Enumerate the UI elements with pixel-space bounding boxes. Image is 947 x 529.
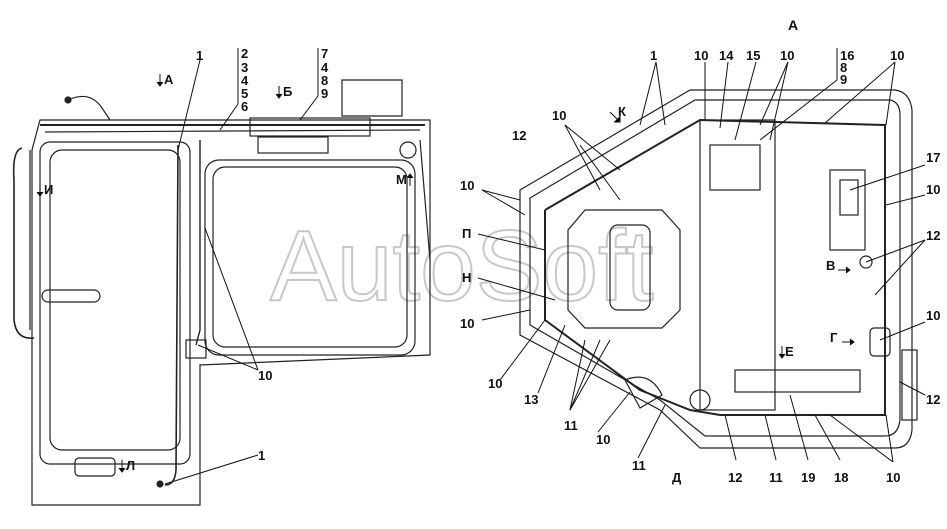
callout-r-left-10d: 10 [488,376,502,391]
blower-mount-plate [567,209,681,329]
view-title-a: А [788,17,798,33]
speaker [689,389,711,411]
callout-r-left-10a: 10 [552,108,566,123]
view-arrow-n-label: Н [462,270,471,285]
pillar-connector [185,339,207,359]
view-arrow-k-label: К [618,104,626,119]
watermark: AutoSoft [270,210,654,322]
callout-r-side-12a: 12 [926,228,940,243]
callout-r-bottom-10: 10 [886,470,900,485]
callout-r-bottom-12: 12 [728,470,742,485]
wiper-motor-rear [624,376,663,409]
view-arrow-i-label: И [44,182,53,197]
view-arrow-v-label: В [826,258,835,273]
callout-stack-b-3: 8 [321,73,328,88]
left-cab-view [12,79,431,506]
wiper-motor [399,141,417,159]
callout-r-top-14: 14 [719,48,734,63]
door-handle [41,289,101,303]
fuse-relay-block [257,136,329,154]
view-arrow-d-label: Д [672,470,682,485]
view-arrow-m-label: М [396,172,407,187]
callout-stack-a-2: 3 [241,60,248,75]
callout-r-side-10c: 10 [926,308,940,323]
callout-r-side-12b: 12 [926,392,940,407]
callout-stack-a-4: 5 [241,86,248,101]
plug-socket [859,255,873,269]
antenna-cable [67,95,111,121]
central-panel [699,119,776,411]
roof-outline [519,89,913,449]
callout-stack-b-1: 7 [321,46,328,61]
view-arrow-a-label: А [164,72,174,87]
callout-stack-a-3: 4 [241,73,249,88]
callout-r-left-10b: 10 [460,178,474,193]
view-arrow-e-label: Е [785,344,794,359]
roof-module-box [341,79,403,117]
right-arrow-marks [477,111,855,359]
roof-channel-line [44,129,421,133]
callout-stack-a-1: 2 [241,46,248,61]
view-arrow-l-label: Л [126,458,135,473]
control-unit [709,144,761,191]
left-leaders [164,48,319,485]
rear-window-glass [212,166,408,348]
callout-r-left-10e: 10 [596,432,610,447]
antenna-plug [64,96,72,104]
callout-r-stack-16: 16 [840,48,854,63]
callout-r-top-15: 15 [746,48,760,63]
callout-r-left-10c: 10 [460,316,474,331]
callout-r-top-10a: 10 [694,48,708,63]
callout-r-bottom-11b: 11 [769,470,783,485]
pillar-harness [164,144,179,486]
door-lock [74,457,116,477]
pillar-harness-2 [195,140,201,346]
blower-unit [609,224,651,311]
lock-clip [156,480,164,488]
callout-r-top-1: 1 [650,48,657,63]
roof-connector-row [249,117,371,137]
callout-r-stack-9: 9 [840,72,847,87]
callout-r-side-10a: 10 [890,48,904,63]
right-leaders [481,48,926,463]
door-hinge-rail [12,147,35,339]
cab-body-outline [31,119,431,506]
side-light-bracket [829,169,866,251]
callout-r-stack-8: 8 [840,60,847,75]
view-arrow-g-label: Г [830,330,838,345]
callout-r-left-11: 11 [564,418,578,433]
side-rail [901,349,918,421]
callout-1-top: 1 [196,48,203,63]
view-arrow-b-label: Б [283,84,292,99]
door-frame [39,141,191,465]
callout-r-bottom-18: 18 [834,470,848,485]
callout-r-left-12: 12 [512,128,526,143]
callout-10-left: 10 [258,368,272,383]
door-glass [49,149,181,451]
callout-stack-a-5: 6 [241,99,248,114]
left-arrow-marks [36,74,414,473]
callout-stack-b-2: 4 [321,60,329,75]
callout-r-side-17: 17 [926,150,940,165]
beacon-lamp [869,327,891,357]
callout-r-left-13: 13 [524,392,538,407]
roof-inner-outline [529,99,901,437]
fuse-box-row [734,369,861,393]
roof-lower-harness [544,210,721,416]
callout-r-bottom-19: 19 [801,470,815,485]
cab-light [839,179,859,216]
callout-r-side-10b: 10 [926,182,940,197]
callout-stack-b-4: 9 [321,86,328,101]
callout-r-top-10b: 10 [780,48,794,63]
side-harness [419,139,431,261]
callout-r-bottom-11a: 11 [632,458,646,473]
rear-window-frame [204,159,416,356]
view-arrow-p-label: П [462,226,471,241]
callout-1-bottom: 1 [258,448,265,463]
